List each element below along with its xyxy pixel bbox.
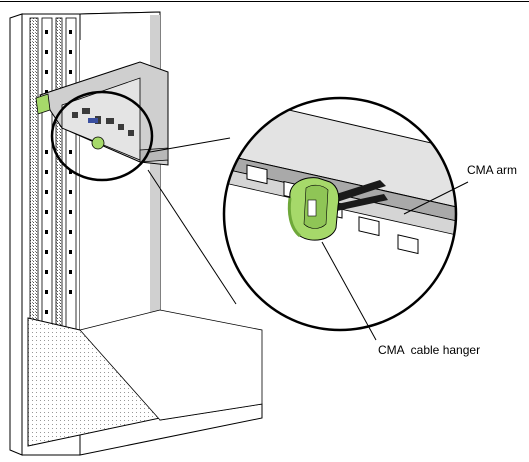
zoom-circle-outline <box>222 96 458 332</box>
zoom-detail <box>224 98 456 330</box>
cma-arm-leader <box>403 181 469 215</box>
detail-highlight-circle <box>50 90 154 182</box>
cma-hanger-leader <box>321 241 377 341</box>
top-border-rule <box>0 1 529 2</box>
cma-arm-callout: CMA arm <box>467 163 518 177</box>
server-unit <box>35 61 169 166</box>
zoom-connector-bottom <box>147 169 237 305</box>
cma-cable-hanger-callout: CMA cable hanger <box>378 343 481 357</box>
zoom-connector-top <box>149 137 231 153</box>
